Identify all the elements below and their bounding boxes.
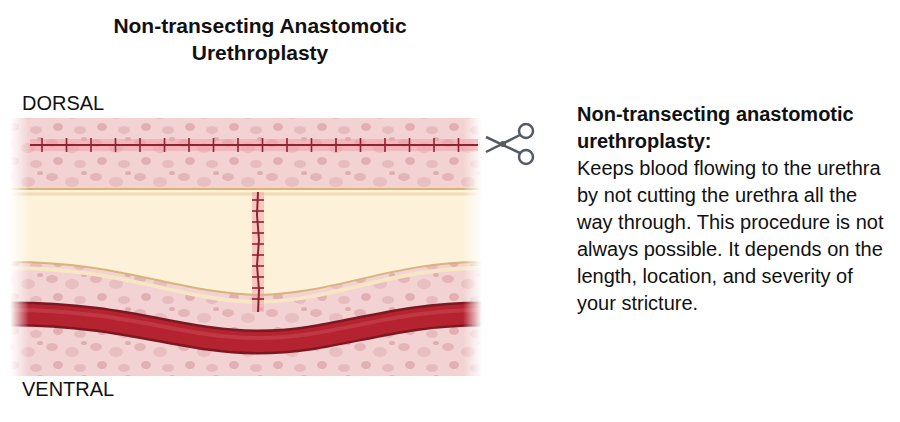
note-body: Keeps blood flowing to the urethra by no… <box>577 155 889 317</box>
dorsal-tissue <box>10 118 482 188</box>
urethra-wall <box>10 189 482 295</box>
vessel-highlight <box>10 310 482 338</box>
suture-stitches <box>252 200 264 299</box>
scissors-icon <box>486 124 533 164</box>
urethra-lining <box>10 193 482 196</box>
suture-line <box>257 192 259 312</box>
suture-stitches <box>42 138 459 152</box>
suture-glow <box>252 192 264 312</box>
diagram-title: Non-transecting Anastomotic Urethroplast… <box>80 12 440 66</box>
note-heading: Non-transecting anastomotic urethroplast… <box>577 101 877 155</box>
tissue-texture <box>10 118 482 188</box>
suture-line <box>30 144 478 146</box>
suture-glow <box>30 139 478 151</box>
urethra-lining <box>10 268 482 302</box>
orientation-label: DORSAL <box>22 91 222 115</box>
orientation-label: VENTRAL <box>22 377 222 401</box>
